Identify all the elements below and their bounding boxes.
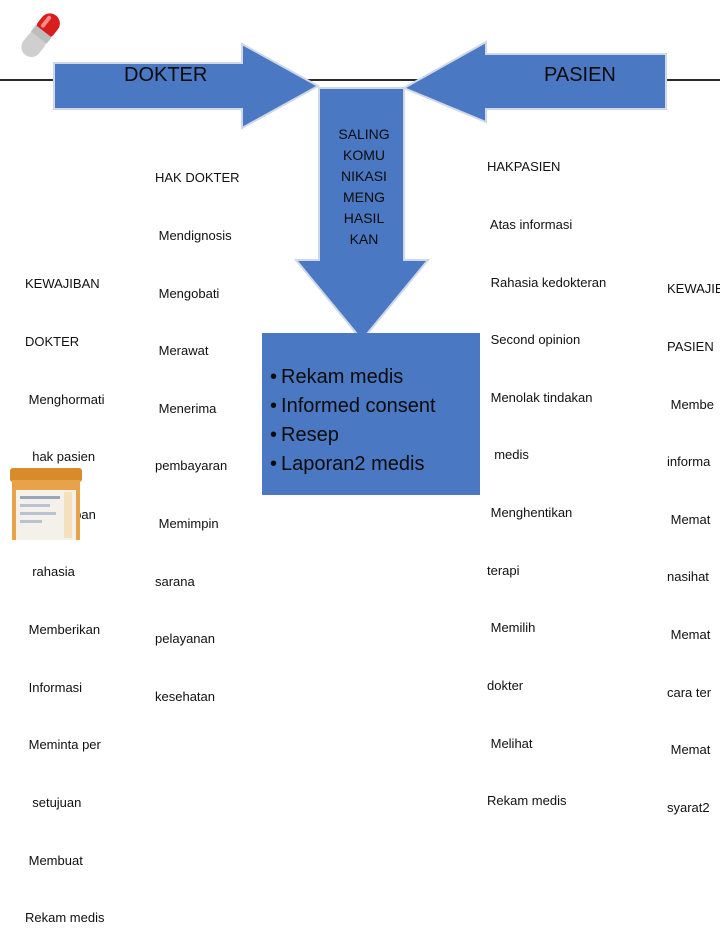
list-item: Memat (667, 627, 711, 643)
document-item: •Informed consent (270, 395, 436, 417)
list-title: DOKTER (25, 334, 80, 350)
list-item: informa (667, 454, 711, 470)
document-item: •Resep (270, 424, 339, 446)
center-arrow-text: SALING KOMU NIKASI MENG HASIL KAN (322, 124, 406, 250)
list-item: syarat2 (667, 799, 710, 815)
document-item-label: Informed consent (281, 395, 436, 417)
list-item: Merawat (155, 343, 209, 359)
list-item: Memilih (487, 620, 536, 636)
documents-list: •Rekam medis •Informed consent •Resep •L… (262, 333, 480, 479)
dokter-label: DOKTER (124, 64, 208, 86)
list-item: Atas informasi (487, 217, 573, 233)
center-line: MENG (343, 189, 385, 205)
center-line: NIKASI (341, 168, 387, 184)
list-item: terapi (487, 562, 520, 578)
document-item-label: Resep (281, 424, 339, 446)
center-down-arrow (293, 87, 431, 342)
list-item: rahasia (25, 564, 75, 580)
list-item: Rekam medis (25, 910, 105, 926)
list-item: kesehatan (155, 688, 215, 704)
list-item: Mendignosis (155, 228, 232, 244)
kewajiban-dokter-list: KEWAJIBAN DOKTER Menghormati hak pasien … (25, 236, 104, 947)
list-item: Rahasia kedokteran (487, 274, 607, 290)
list-item: Second opinion (487, 332, 581, 348)
list-title: KEWAJIBAN (25, 276, 100, 292)
center-line: KAN (349, 231, 379, 247)
list-item: pembayaran (155, 458, 228, 474)
list-item: nasihat (667, 569, 709, 585)
list-item: pelayanan (155, 631, 215, 647)
pill-capsule-icon (21, 13, 60, 58)
list-item: Rekam medis (487, 793, 567, 809)
list-title: HAKPASIEN (487, 159, 561, 175)
kewajiban-pasien-list: KEWAJIB PASIEN Membe informa Memat nasih… (667, 241, 720, 836)
document-item-label: Rekam medis (281, 366, 404, 388)
list-item: Memimpin (155, 516, 219, 532)
list-item: Melihat (487, 735, 533, 751)
list-item: Membe (667, 396, 714, 412)
document-item-label: Laporan2 medis (281, 453, 425, 475)
medicine-bottle-icon (10, 468, 82, 540)
dokter-arrow (53, 42, 321, 130)
list-item: Memat (667, 511, 711, 527)
list-item: sarana (155, 573, 195, 589)
center-line: SALING (338, 126, 390, 142)
list-item: Memberikan (25, 622, 101, 638)
list-title: KEWAJIB (667, 281, 720, 297)
list-item: Meminta per (25, 737, 101, 753)
list-item: hak pasien (25, 449, 96, 465)
document-item: •Rekam medis (270, 366, 404, 388)
arrows-graphic (53, 40, 667, 342)
list-item: Mengobati (155, 285, 220, 301)
list-item: medis (487, 447, 529, 463)
list-title: HAK DOKTER (155, 170, 240, 186)
list-item: Memat (667, 742, 711, 758)
list-item: Informasi (25, 679, 83, 695)
hak-dokter-list: HAK DOKTER Mendignosis Mengobati Merawat… (155, 130, 240, 725)
list-item: Menolak tindakan (487, 389, 593, 405)
document-item: •Laporan2 medis (270, 453, 425, 475)
list-item: Menghormati (25, 391, 105, 407)
list-item: Menghentikan (487, 505, 573, 521)
list-title: PASIEN (667, 339, 714, 355)
list-item: Membuat (25, 852, 83, 868)
pasien-arrow (401, 40, 667, 124)
documents-box: •Rekam medis •Informed consent •Resep •L… (262, 333, 480, 495)
list-item: Menerima (155, 400, 217, 416)
list-item: setujuan (25, 794, 82, 810)
header-divider-line (0, 79, 720, 81)
center-line: KOMU (343, 147, 385, 163)
pasien-label: PASIEN (544, 64, 616, 86)
center-line: HASIL (343, 210, 385, 226)
list-item: dokter (487, 677, 524, 693)
list-item: cara ter (667, 684, 712, 700)
hak-pasien-list: HAKPASIEN Atas informasi Rahasia kedokte… (487, 119, 606, 830)
